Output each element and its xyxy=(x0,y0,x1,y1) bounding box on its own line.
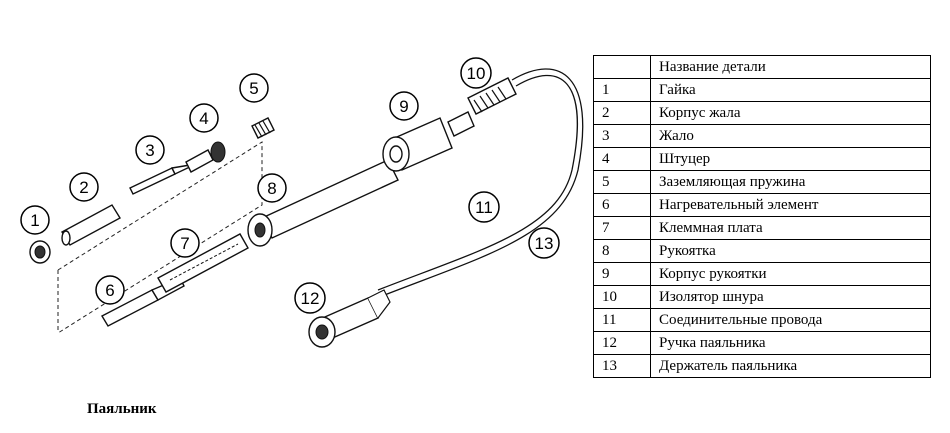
callout-6: 6 xyxy=(95,275,125,305)
svg-text:1: 1 xyxy=(30,211,39,230)
svg-text:6: 6 xyxy=(105,281,114,300)
part-number: 2 xyxy=(593,101,651,125)
part-number: 6 xyxy=(593,193,651,217)
callout-1: 1 xyxy=(20,205,50,235)
svg-text:2: 2 xyxy=(79,178,88,197)
part-name: Соединительные провода xyxy=(650,308,931,332)
part-handle-body xyxy=(382,111,475,172)
svg-text:5: 5 xyxy=(249,79,258,98)
svg-text:8: 8 xyxy=(267,179,276,198)
part-name: Заземляющая пружина xyxy=(650,170,931,194)
header-part-name: Название детали xyxy=(650,55,931,79)
part-number: 10 xyxy=(593,285,651,309)
part-ground-spring xyxy=(251,117,275,139)
part-name: Ручка паяльника xyxy=(650,331,931,355)
part-name: Рукоятка xyxy=(650,239,931,263)
svg-text:10: 10 xyxy=(467,64,486,83)
part-number: 4 xyxy=(593,147,651,171)
svg-text:12: 12 xyxy=(301,289,320,308)
part-number: 1 xyxy=(593,78,651,102)
svg-text:9: 9 xyxy=(399,97,408,116)
part-number: 7 xyxy=(593,216,651,240)
part-fitting xyxy=(185,141,226,173)
svg-text:11: 11 xyxy=(475,198,493,217)
part-name: Корпус жала xyxy=(650,101,931,125)
part-number: 11 xyxy=(593,308,651,332)
part-terminal-board xyxy=(157,233,249,293)
callout-10: 10 xyxy=(460,57,492,89)
part-name: Клеммная плата xyxy=(650,216,931,240)
callout-8: 8 xyxy=(257,173,287,203)
callout-4: 4 xyxy=(189,103,219,133)
diagram-caption: Паяльник xyxy=(87,401,157,417)
table-header-row: Название детали xyxy=(593,55,931,79)
callout-9: 9 xyxy=(389,91,419,121)
part-nut xyxy=(29,240,51,264)
part-tip-housing xyxy=(61,204,121,246)
part-name: Изолятор шнура xyxy=(650,285,931,309)
part-tip xyxy=(129,163,197,195)
part-number: 13 xyxy=(593,354,651,378)
connecting-cord xyxy=(377,74,578,291)
part-number: 8 xyxy=(593,239,651,263)
svg-text:7: 7 xyxy=(180,234,189,253)
part-number: 3 xyxy=(593,124,651,148)
part-number: 5 xyxy=(593,170,651,194)
part-number: 12 xyxy=(593,331,651,355)
svg-text:13: 13 xyxy=(535,234,554,253)
part-plug xyxy=(308,289,391,348)
callout-7: 7 xyxy=(170,228,200,258)
part-name: Штуцер xyxy=(650,147,931,171)
part-name: Держатель паяльника xyxy=(650,354,931,378)
assembly-guide-line xyxy=(57,141,263,334)
svg-text:4: 4 xyxy=(199,109,208,128)
callout-3: 3 xyxy=(135,135,165,165)
callout-5: 5 xyxy=(239,73,269,103)
part-number: 9 xyxy=(593,262,651,286)
callout-13: 13 xyxy=(528,227,560,259)
callout-11: 11 xyxy=(468,191,500,223)
part-name: Нагревательный элемент xyxy=(650,193,931,217)
callout-2: 2 xyxy=(69,172,99,202)
part-name: Корпус рукоятки xyxy=(650,262,931,286)
header-number xyxy=(593,55,651,79)
callout-12: 12 xyxy=(294,282,326,314)
part-cord-insulator xyxy=(467,77,517,115)
part-handle xyxy=(247,159,399,247)
connecting-cord xyxy=(381,68,584,297)
part-name: Жало xyxy=(650,124,931,148)
soldering-iron-diagram: 1 2 3 4 5 6 7 8 9 10 11 12 13 xyxy=(20,57,584,348)
part-name: Гайка xyxy=(650,78,931,102)
svg-text:3: 3 xyxy=(145,141,154,160)
